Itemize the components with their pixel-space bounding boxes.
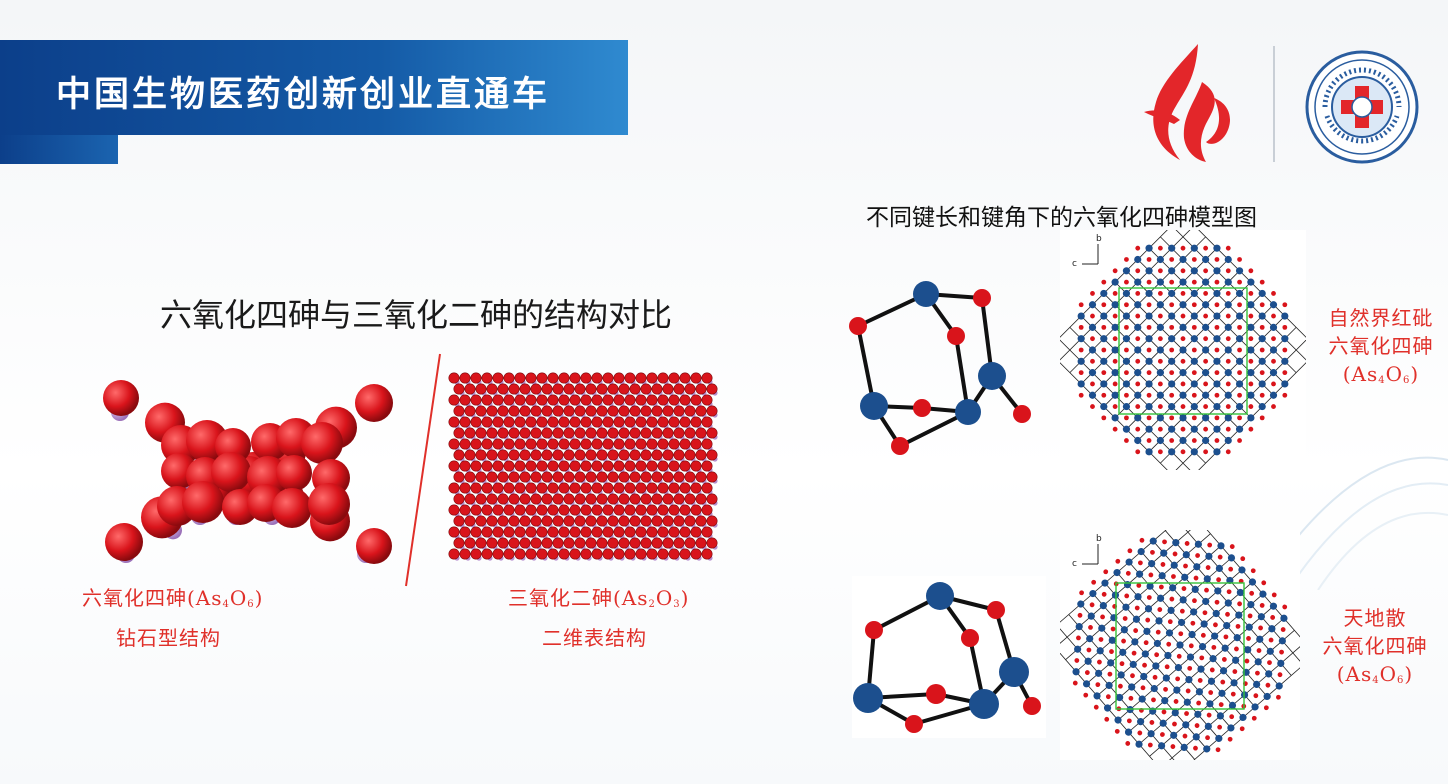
atom-sheet	[448, 372, 718, 561]
as4o6-caption: 六氧化四砷(As4O6)	[82, 586, 264, 610]
atom-cluster	[103, 380, 393, 564]
axis-c-label: c	[1072, 559, 1077, 569]
axis-b-label: b	[1096, 534, 1102, 544]
as2o3-structure-caption: 二维表结构	[542, 626, 647, 650]
as4o6-space-filling-image	[96, 372, 402, 574]
axis-indicator-top: b c	[1072, 234, 1102, 270]
molecule-model-top-image	[842, 262, 1042, 462]
natural-arsenic-label: 自然界红砒 六氧化四砷 (As4O6)	[1328, 306, 1434, 386]
crystal-lattice-bottom-image	[1060, 530, 1300, 760]
header-title: 中国生物医药创新创业直通车	[56, 75, 551, 115]
flame-logo-icon	[1144, 44, 1230, 162]
axis-arrows-icon	[1082, 244, 1099, 265]
tiandisan-label: 天地散 六氧化四砷 (As4O6)	[1322, 606, 1428, 686]
header-banner-tab	[0, 135, 118, 164]
as2o3-layer-image	[446, 370, 718, 568]
model-diagram-title: 不同键长和键角下的六氧化四砷模型图	[866, 205, 1257, 231]
divider-line	[405, 353, 441, 587]
as2o3-caption: 三氧化二砷(As2O3)	[508, 586, 690, 610]
axis-arrows-icon	[1082, 544, 1099, 565]
axis-b-label: b	[1096, 234, 1102, 244]
crystal-lattice-top-image	[1060, 230, 1306, 470]
axis-indicator-bottom: b c	[1072, 534, 1102, 570]
header-banner	[0, 40, 628, 135]
as4o6-structure-caption: 钻石型结构	[116, 626, 221, 650]
comparison-title: 六氧化四砷与三氧化二砷的结构对比	[160, 296, 673, 334]
molecule-model-bottom-image	[852, 576, 1046, 738]
axis-c-label: c	[1072, 259, 1077, 269]
lattice-grid	[1060, 230, 1306, 470]
association-seal-icon	[1305, 50, 1419, 164]
logo-divider	[1273, 46, 1275, 162]
